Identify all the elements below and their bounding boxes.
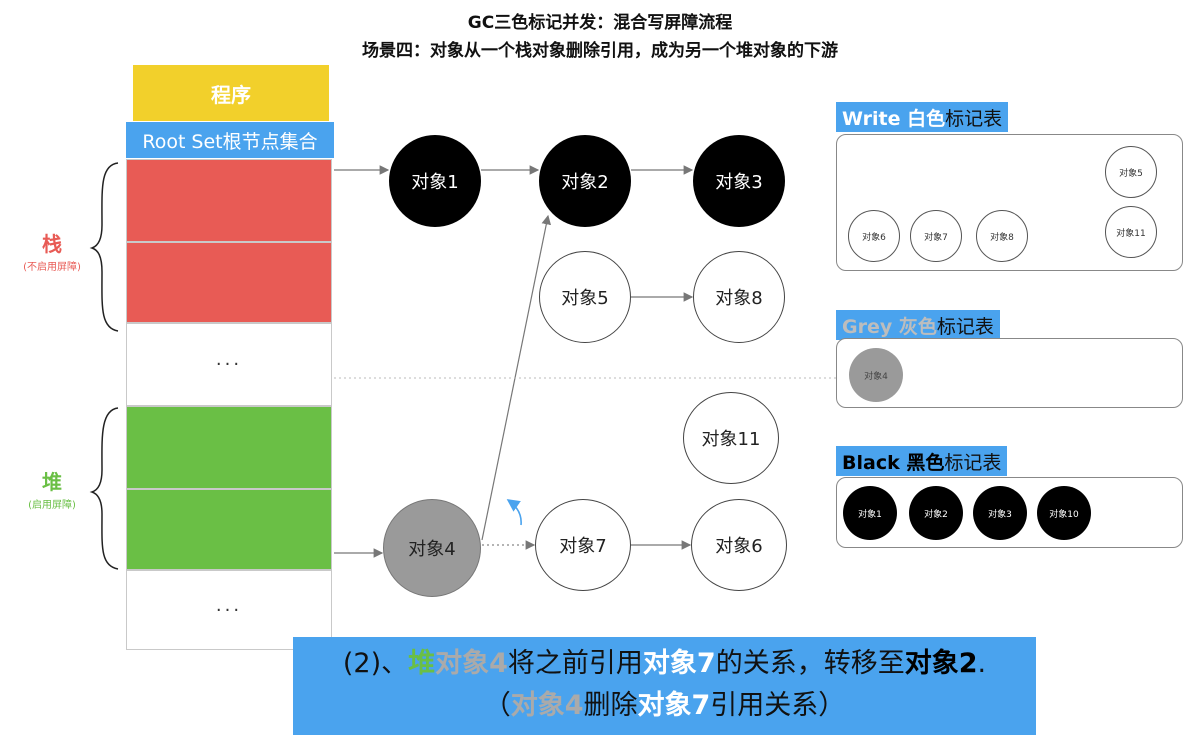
- caption-obj4-2: 对象4: [510, 690, 584, 721]
- node-obj11: 对象11: [683, 392, 779, 484]
- heap-brace: [89, 407, 119, 570]
- caption-obj7: 对象7: [642, 648, 716, 679]
- white-table-title: Write 白色标记表: [836, 102, 1009, 132]
- step-caption: (2)、堆对象4将之前引用对象7的关系，转移至对象2. （对象4删除对象7引用关…: [293, 637, 1036, 735]
- stack-label: 栈: [42, 232, 62, 256]
- node-obj1: 对象1: [389, 135, 481, 227]
- caption-text-1: 将之前引用: [507, 648, 643, 679]
- caption-obj7-2: 对象7: [637, 690, 711, 721]
- stack-sublabel: (不启用屏障): [23, 262, 81, 273]
- white-item-obj5: 对象5: [1105, 146, 1157, 198]
- black-item-obj10: 对象10: [1037, 486, 1091, 540]
- caption-text-3: 引用关系）: [710, 690, 846, 721]
- node-obj2: 对象2: [539, 135, 631, 227]
- black-item-obj1: 对象1: [843, 486, 897, 540]
- program-block: 程序: [133, 65, 329, 121]
- root-set-header: Root Set根节点集合: [126, 122, 334, 158]
- white-table-title-en: Write: [842, 108, 901, 130]
- grey-table-title-suffix: 标记表: [936, 316, 994, 338]
- diagram-subtitle: 场景四：对象从一个栈对象删除引用，成为另一个堆对象的下游: [362, 41, 838, 61]
- node-obj8: 对象8: [693, 251, 785, 343]
- heap-label: 堆: [42, 470, 62, 494]
- white-table-title-color: 白色: [907, 108, 946, 130]
- heap-sublabel: (启用屏障): [28, 500, 76, 511]
- grey-table-title-color: 灰色: [898, 316, 937, 338]
- caption-obj2: 对象2: [904, 648, 978, 679]
- white-item-obj6: 对象6: [848, 210, 900, 262]
- black-table-title-suffix: 标记表: [944, 452, 1002, 474]
- transfer-hint-arrow: [506, 499, 522, 526]
- stack-cell-1: [126, 159, 332, 242]
- black-table-title: Black 黑色标记表: [836, 446, 1008, 476]
- grey-item-obj4: 对象4: [849, 348, 903, 402]
- heap-ellipsis-cell: ···: [126, 570, 332, 650]
- white-item-obj7: 对象7: [910, 210, 962, 262]
- diagram-title: GC三色标记并发：混合写屏障流程: [467, 13, 733, 33]
- node-obj4: 对象4: [383, 499, 481, 597]
- caption-line-1: (2)、堆对象4将之前引用对象7的关系，转移至对象2.: [293, 643, 1036, 685]
- node-obj6: 对象6: [691, 499, 787, 591]
- black-table-title-color: 黑色: [906, 452, 945, 474]
- caption-period: .: [977, 648, 987, 679]
- stack-cell-2: [126, 242, 332, 323]
- caption-delete: 删除: [583, 690, 638, 721]
- caption-paren-open: （: [483, 690, 511, 721]
- grey-table-title: Grey 灰色标记表: [836, 310, 1000, 340]
- heap-cell-1: [126, 406, 332, 489]
- node-obj7: 对象7: [535, 499, 631, 591]
- white-item-obj11: 对象11: [1105, 206, 1157, 258]
- caption-heap: 堆: [408, 648, 436, 679]
- white-item-obj8: 对象8: [976, 210, 1028, 262]
- black-item-obj2: 对象2: [909, 486, 963, 540]
- node-obj3: 对象3: [693, 135, 785, 227]
- stack-ellipsis-cell: ···: [126, 323, 332, 406]
- white-table-title-suffix: 标记表: [945, 108, 1003, 130]
- stack-brace: [89, 162, 119, 332]
- caption-step-number: (2)、: [342, 648, 409, 679]
- caption-text-2: 的关系，转移至: [715, 648, 905, 679]
- caption-obj4: 对象4: [435, 648, 508, 679]
- node-obj5: 对象5: [539, 251, 631, 343]
- grey-table-title-en: Grey: [842, 316, 893, 338]
- caption-line-2: （对象4删除对象7引用关系）: [293, 685, 1036, 727]
- black-table-title-en: Black: [842, 452, 900, 474]
- heap-cell-2: [126, 489, 332, 570]
- black-item-obj3: 对象3: [973, 486, 1027, 540]
